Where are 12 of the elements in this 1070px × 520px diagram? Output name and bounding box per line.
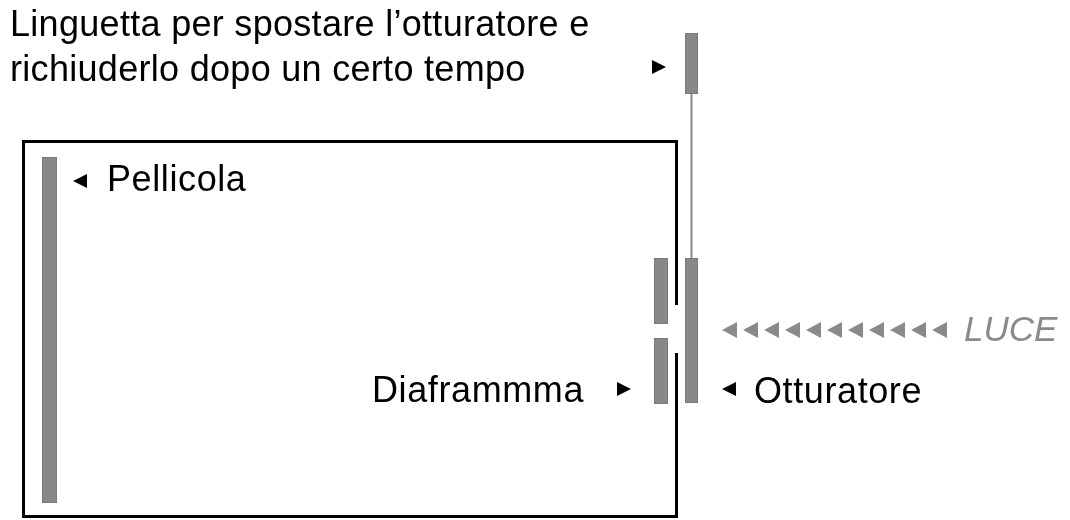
camera-body	[22, 140, 678, 518]
film-bar	[42, 157, 57, 503]
part-label: Otturatore	[754, 370, 923, 412]
diaphragm-bar	[654, 338, 668, 404]
connecting-rod	[690, 93, 693, 259]
light-label: LUCE	[964, 308, 1058, 350]
diaphragm-bar	[654, 258, 668, 324]
part-label: Linguetta per spostare l’otturatore e richiuderlo dopo un certo tempo	[10, 2, 591, 91]
tab-bar	[685, 33, 698, 94]
part-label: Pellicola	[107, 158, 247, 200]
part-label: Diaframmma	[372, 369, 584, 411]
shutter-bar	[685, 258, 698, 403]
